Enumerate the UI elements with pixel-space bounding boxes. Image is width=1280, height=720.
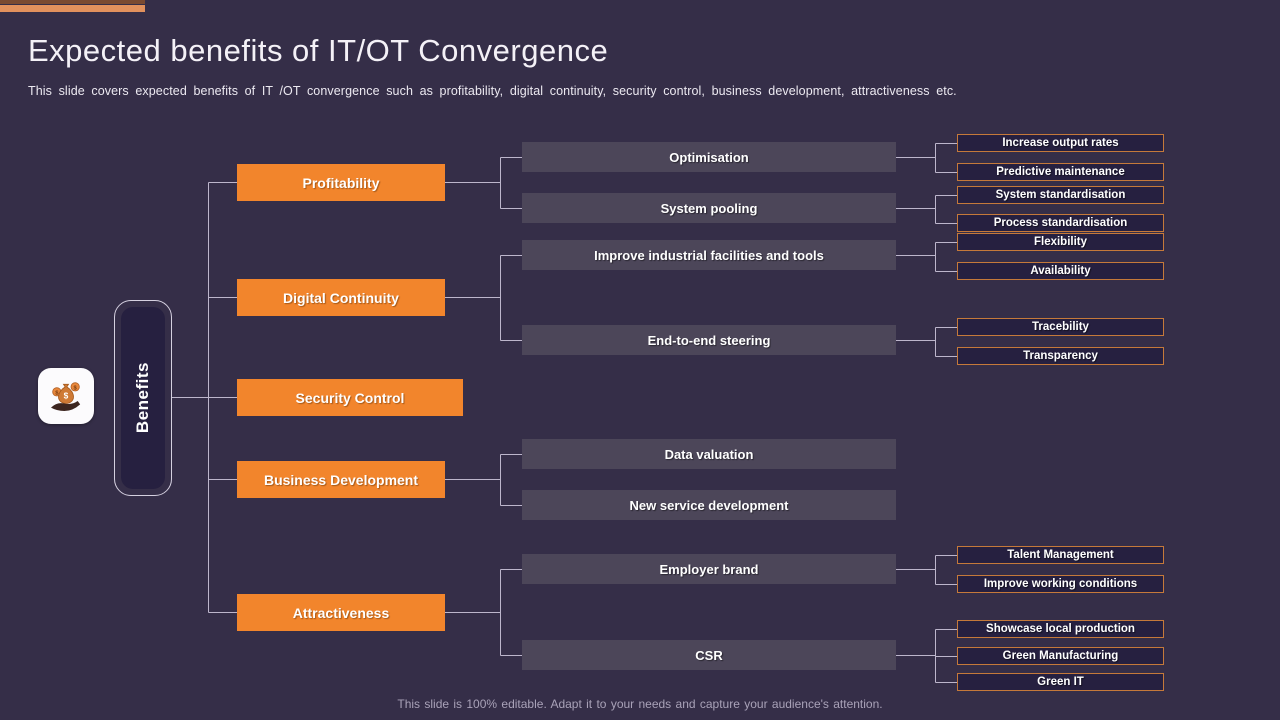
page-title: Expected benefits of IT/OT Convergence: [28, 33, 609, 68]
leaf-improve-working-conditions: Improve working conditions: [957, 575, 1164, 593]
benefit-improve-industrial-facilities: Improve industrial facilities and tools: [522, 240, 896, 270]
svg-text:$: $: [64, 391, 69, 401]
leaf-green-it: Green IT: [957, 673, 1164, 691]
benefit-new-service-development: New service development: [522, 490, 896, 520]
benefit-system-pooling: System pooling: [522, 193, 896, 223]
root-node-label: Benefits: [133, 362, 152, 434]
leaf-increase-output-rates: Increase output rates: [957, 134, 1164, 152]
leaf-system-standardisation: System standardisation: [957, 186, 1164, 204]
root-node-benefits-box: Benefits: [121, 307, 165, 489]
svg-text:$: $: [74, 385, 78, 391]
category-security-control: Security Control: [237, 379, 463, 416]
leaf-transparency: Transparency: [957, 347, 1164, 365]
hand-holding-money-bag-icon: $ $ $: [51, 382, 81, 411]
svg-text:$: $: [55, 390, 59, 396]
leaf-tracebility: Tracebility: [957, 318, 1164, 336]
benefit-data-valuation: Data valuation: [522, 439, 896, 469]
accent-bar-dark: [0, 0, 145, 4]
leaf-availability: Availability: [957, 262, 1164, 280]
benefit-end-to-end-steering: End-to-end steering: [522, 325, 896, 355]
benefit-optimisation: Optimisation: [522, 142, 896, 172]
leaf-talent-management: Talent Management: [957, 546, 1164, 564]
benefit-csr: CSR: [522, 640, 896, 670]
leaf-process-standardisation: Process standardisation: [957, 214, 1164, 232]
slide-footer-note: This slide is 100% editable. Adapt it to…: [397, 697, 883, 711]
benefit-employer-brand: Employer brand: [522, 554, 896, 584]
leaf-green-manufacturing: Green Manufacturing: [957, 647, 1164, 665]
leaf-predictive-maintenance: Predictive maintenance: [957, 163, 1164, 181]
category-digital-continuity: Digital Continuity: [237, 279, 445, 316]
benefits-icon-tile: $ $ $: [38, 368, 94, 424]
category-attractiveness: Attractiveness: [237, 594, 445, 631]
category-profitability: Profitability: [237, 164, 445, 201]
root-node-benefits: Benefits: [114, 300, 172, 496]
category-business-development: Business Development: [237, 461, 445, 498]
accent-bar-light: [0, 5, 145, 12]
leaf-flexibility: Flexibility: [957, 233, 1164, 251]
slide-subtitle: This slide covers expected benefits of I…: [28, 84, 957, 98]
leaf-showcase-local-production: Showcase local production: [957, 620, 1164, 638]
